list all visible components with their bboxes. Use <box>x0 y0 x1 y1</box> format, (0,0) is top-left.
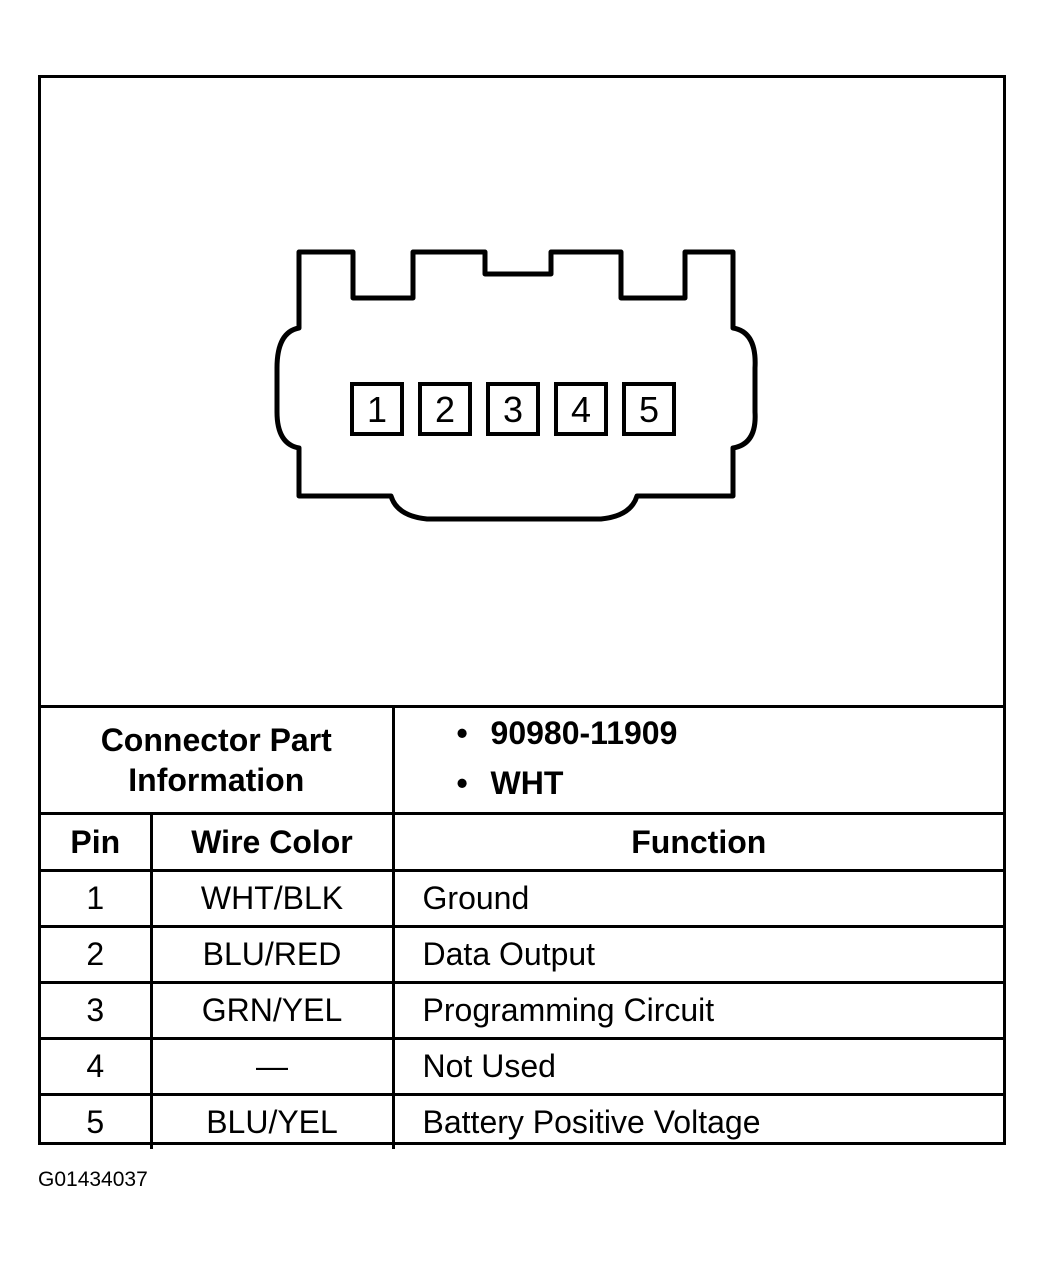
wire-color-cell: WHT/BLK <box>149 869 395 928</box>
wire-color-cell: — <box>149 1037 395 1096</box>
function-cell: Data Output <box>391 925 1004 984</box>
part-info-label: Connector Part Information <box>41 708 395 815</box>
function-cell: Not Used <box>391 1037 1004 1096</box>
connector-outline <box>274 249 758 522</box>
wire-color-header: Wire Color <box>149 812 395 872</box>
function-cell: Ground <box>391 869 1004 928</box>
part-info-label-line2: Information <box>128 762 305 798</box>
wire-color-cell: BLU/YEL <box>149 1093 395 1149</box>
part-info-row: Connector Part Information • 90980-11909 … <box>41 708 1004 815</box>
table-row: 4 — Not Used <box>41 1037 1004 1096</box>
wire-color-cell: BLU/RED <box>149 925 395 984</box>
connector-diagram-area: 1 2 3 4 5 <box>41 78 1003 708</box>
bullet-icon: • <box>456 765 468 801</box>
pin-cell: 3 <box>41 981 153 1040</box>
part-number: 90980-11909 <box>490 715 678 751</box>
table-row: 2 BLU/RED Data Output <box>41 925 1004 984</box>
pin-cavity-4 <box>554 382 608 436</box>
table-row: 1 WHT/BLK Ground <box>41 869 1004 928</box>
connector-info-table: Connector Part Information • 90980-11909 … <box>41 708 1004 1149</box>
part-number-item: • 90980-11909 <box>457 708 1004 758</box>
bullet-icon: • <box>456 715 468 751</box>
connector-face-drawing: 1 2 3 4 5 <box>274 249 758 522</box>
wire-color-cell: GRN/YEL <box>149 981 395 1040</box>
pin-cavity-3 <box>486 382 540 436</box>
function-cell: Programming Circuit <box>391 981 1004 1040</box>
table-row: 3 GRN/YEL Programming Circuit <box>41 981 1004 1040</box>
pin-header: Pin <box>41 812 153 872</box>
pin-cavity-5 <box>622 382 676 436</box>
pin-number-label: 5 <box>639 389 659 430</box>
pin-cell: 4 <box>41 1037 153 1096</box>
pin-number-label: 4 <box>571 389 591 430</box>
pin-cell: 1 <box>41 869 153 928</box>
function-header: Function <box>391 812 1004 872</box>
pin-cell: 5 <box>41 1093 153 1149</box>
function-cell: Battery Positive Voltage <box>391 1093 1004 1149</box>
pin-cavity-1 <box>350 382 404 436</box>
table-row: 5 BLU/YEL Battery Positive Voltage <box>41 1093 1004 1149</box>
table-header-row: Pin Wire Color Function <box>41 812 1004 872</box>
part-info-values: • 90980-11909 • WHT <box>391 708 1004 815</box>
part-info-label-line1: Connector Part <box>100 722 332 758</box>
pin-cavity-2 <box>418 382 472 436</box>
pin-cavities: 1 2 3 4 5 <box>350 382 676 436</box>
pin-cell: 2 <box>41 925 153 984</box>
pin-number-label: 2 <box>435 389 455 430</box>
figure-id: G01434037 <box>38 1168 148 1191</box>
pin-number-label: 3 <box>503 389 523 430</box>
part-color-item: • WHT <box>457 758 1004 808</box>
part-color: WHT <box>490 765 564 801</box>
pin-number-label: 1 <box>367 389 387 430</box>
